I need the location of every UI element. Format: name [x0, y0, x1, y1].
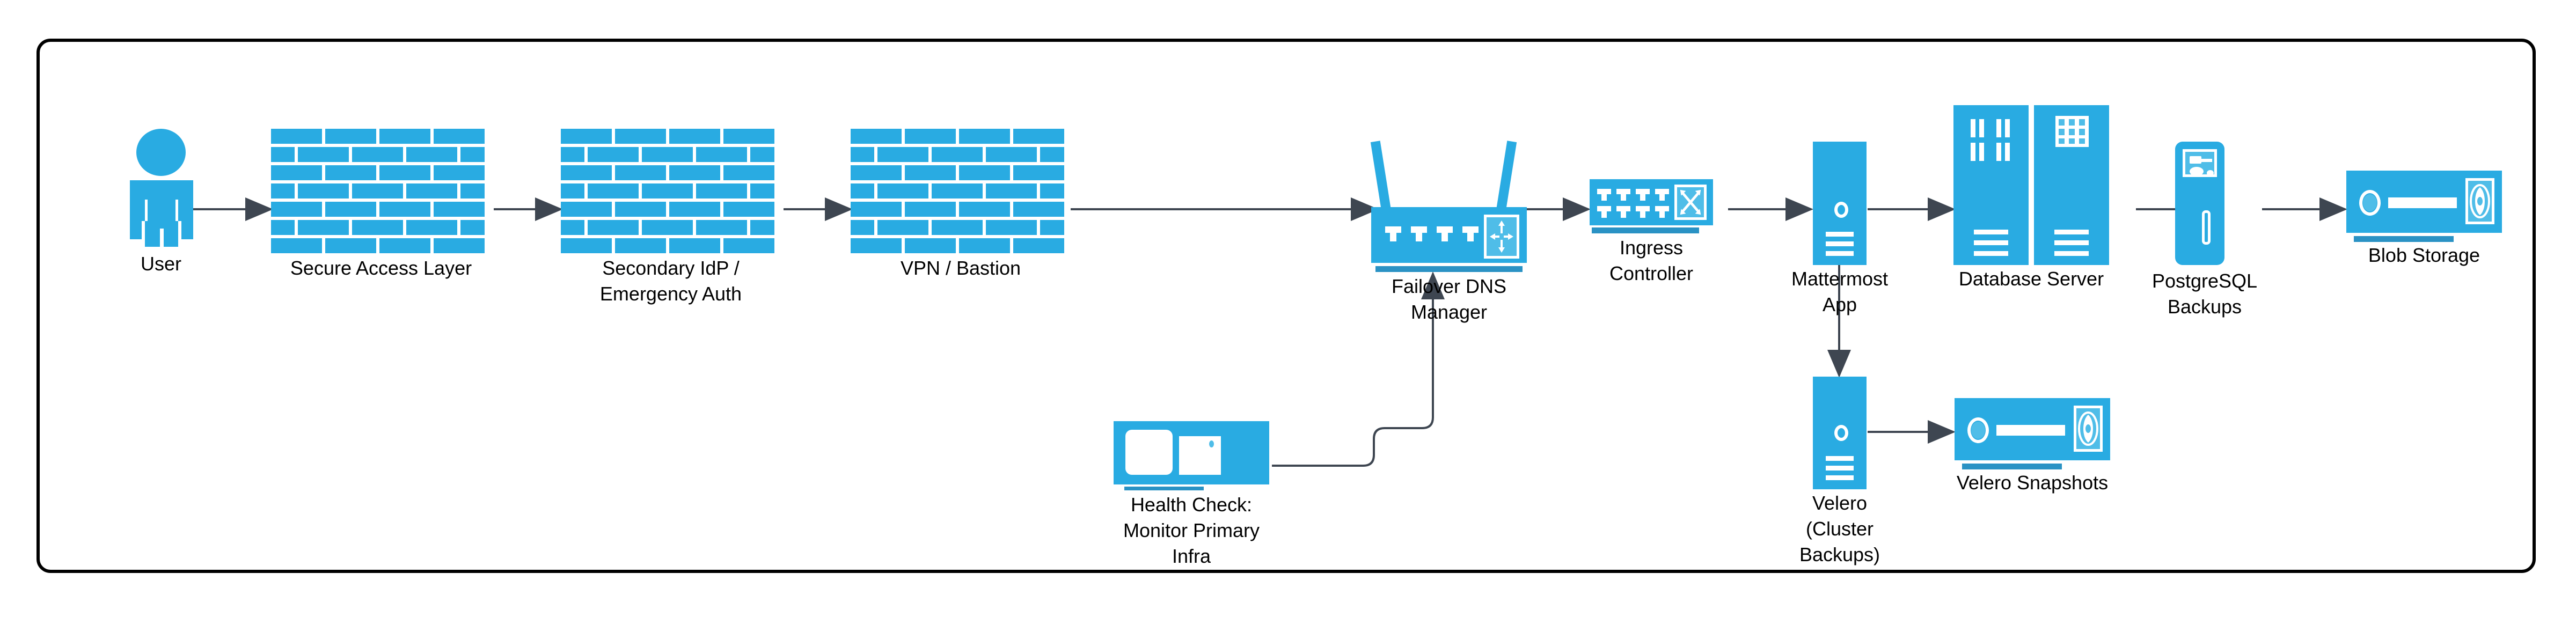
node-label-health-check: Health Check: Monitor Primary Infra — [1123, 494, 1260, 567]
node-label-ingress-controller: Ingress Controller — [1609, 237, 1694, 284]
node-label-postgresql-backups: PostgreSQL Backups — [2151, 270, 2258, 318]
diagram-boundary-container — [36, 39, 2536, 573]
disk-platter-icon — [2470, 184, 2490, 218]
node-user[interactable]: User — [107, 129, 215, 275]
wireless-router-icon — [1370, 141, 1527, 272]
node-velero-snapshots[interactable]: Velero Snapshots — [1955, 398, 2110, 494]
node-label-velero-snapshots: Velero Snapshots — [1956, 472, 2109, 494]
database-rack-icon — [1953, 105, 2109, 265]
network-switch-icon — [1590, 179, 1713, 233]
storage-array-icon — [2346, 171, 2502, 242]
node-database-server[interactable]: Database Server — [1953, 105, 2109, 290]
firewall-brick-wall-icon — [851, 129, 1071, 253]
node-label-vpn-bastion: VPN / Bastion — [900, 257, 1021, 279]
node-ingress-controller[interactable]: Ingress Controller — [1590, 179, 1713, 284]
node-label-secure-access-layer: Secure Access Layer — [290, 257, 472, 279]
four-way-arrows-icon — [1490, 221, 1513, 253]
node-label-blob-storage: Blob Storage — [2368, 244, 2480, 266]
firewall-brick-wall-icon — [561, 129, 781, 253]
backup-appliance-icon — [2175, 142, 2234, 265]
node-label-velero: Velero (Cluster Backups) — [1799, 492, 1880, 565]
node-velero[interactable]: Velero (Cluster Backups) — [1799, 377, 1880, 565]
cross-arrows-icon — [1680, 189, 1701, 215]
node-blob-storage[interactable]: Blob Storage — [2346, 171, 2502, 266]
node-label-user: User — [140, 253, 181, 275]
node-mattermost-app[interactable]: Mattermost App — [1791, 142, 1888, 315]
node-postgresql-backups[interactable]: PostgreSQL Backups — [2152, 142, 2257, 318]
node-label-secondary-idp: Secondary IdP / Emergency Auth — [599, 257, 742, 305]
node-label-failover-dns-manager: Failover DNS Manager — [1391, 275, 1507, 323]
person-icon — [118, 129, 204, 250]
node-failover-dns-manager[interactable]: Failover DNS Manager — [1370, 141, 1527, 323]
node-label-database-server: Database Server — [1958, 268, 2104, 290]
storage-array-icon — [1955, 398, 2110, 469]
node-label-mattermost-app: Mattermost App — [1791, 268, 1889, 315]
application-server-icon — [1813, 377, 1867, 489]
disk-platter-icon — [2078, 411, 2098, 446]
firewall-brick-wall-icon — [271, 129, 491, 253]
application-server-icon — [1813, 142, 1867, 265]
monitor-screen-icon — [1114, 421, 1269, 490]
node-health-check[interactable]: Health Check: Monitor Primary Infra — [1114, 421, 1269, 567]
